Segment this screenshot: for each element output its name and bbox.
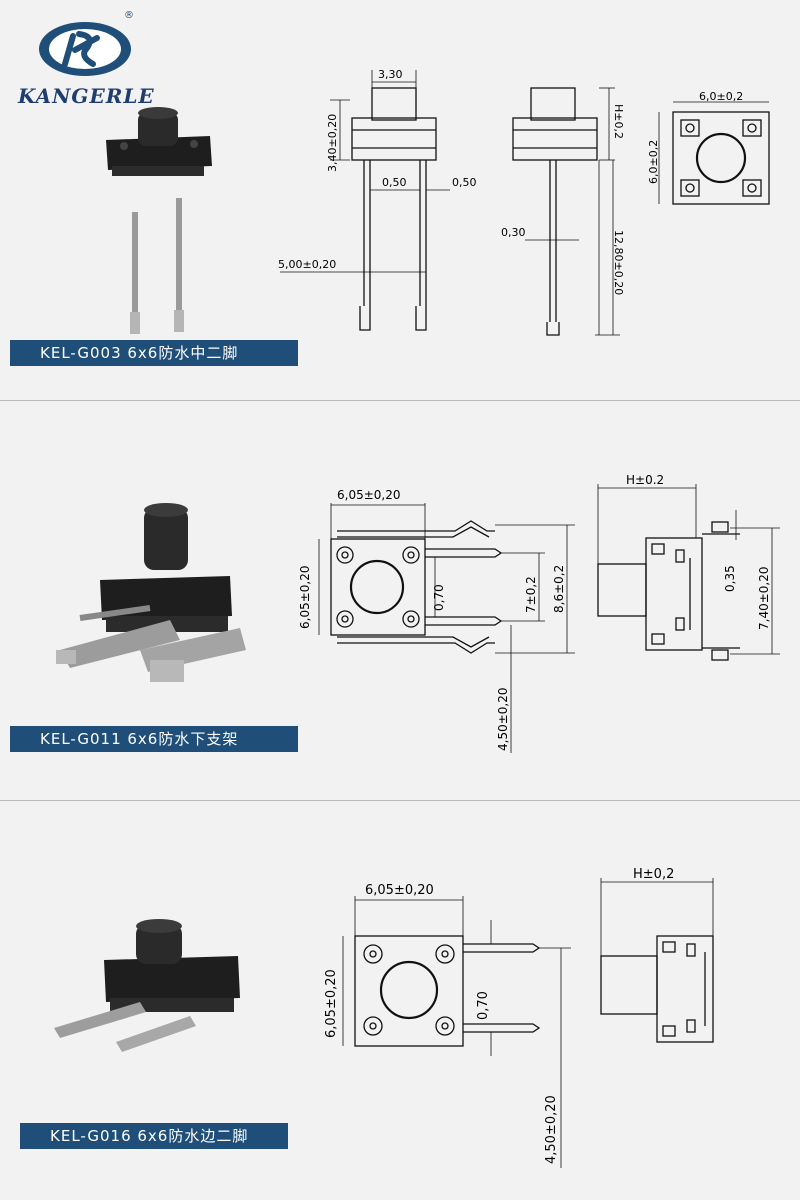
dim-12-80: 12,80±0,20 <box>612 230 625 295</box>
registered-mark: ® <box>124 10 134 21</box>
dim-0-50b: 0,50 <box>452 176 477 189</box>
dim-6-05h: 6,05±0,20 <box>324 969 339 1038</box>
product-photo-g016 <box>54 919 240 1052</box>
drawing-g016-side: H±0,2 <box>600 867 714 1043</box>
drawing-g003-side: H±0,2 0,30 12,80±0,20 <box>501 87 625 336</box>
dim-6-05w: 6,05±0,20 <box>365 883 434 898</box>
dim-8-6: 8,6±0,2 <box>552 565 566 613</box>
drawing-g016-front: 6,05±0,20 6,05±0,20 0,70 4,50±0,20 <box>324 883 571 1168</box>
section-divider <box>0 800 800 801</box>
dim-6-05h: 6,05±0,20 <box>298 566 312 630</box>
product-label-g011: KEL-G011 6x6防水下支架 <box>10 726 298 752</box>
dim-4-50: 4,50±0,20 <box>544 1095 559 1164</box>
dim-0-70: 0,70 <box>432 584 446 611</box>
dim-0-35: 0,35 <box>723 565 737 592</box>
drawing-g003-top: 6,0±0,2 6,0±0,2 <box>647 90 770 205</box>
drawing-g011-side: H±0.2 0,35 7,40±0,20 <box>597 473 780 661</box>
drawing-g011-front: 6,05±0,20 6,05±0,20 0,70 7±0,2 8,6±0,2 4… <box>298 488 575 753</box>
product-label-g016: KEL-G016 6x6防水边二脚 <box>20 1123 288 1149</box>
dim-h: H±0,2 <box>612 104 625 139</box>
section-divider <box>0 400 800 401</box>
dim-4-50: 4,50±0,20 <box>496 688 510 752</box>
product-photo-g011 <box>56 503 246 682</box>
brand-name: KANGERLE <box>18 84 155 108</box>
dim-7: 7±0,2 <box>524 576 538 613</box>
dim-h: H±0.2 <box>626 473 664 487</box>
product-label-g003: KEL-G003 6x6防水中二脚 <box>10 340 298 366</box>
dim-0-30: 0,30 <box>501 226 526 239</box>
dim-5-00: 5,00±0,20 <box>278 258 336 271</box>
drawing-g003-front: 3,30 3,40±0,20 0,50 0,50 5,00±0,20 <box>278 68 477 331</box>
dim-0-50a: 0,50 <box>382 176 407 189</box>
brand-logo-icon <box>39 22 131 76</box>
dim-6-0h: 6,0±0,2 <box>647 140 660 184</box>
dim-h: H±0,2 <box>633 867 674 882</box>
dim-3-40: 3,40±0,20 <box>326 114 339 172</box>
dim-6-05w: 6,05±0,20 <box>337 488 401 502</box>
dim-3-30: 3,30 <box>378 68 403 81</box>
dim-0-70: 0,70 <box>476 991 491 1020</box>
dim-7-40: 7,40±0,20 <box>757 567 771 631</box>
product-photo-g003 <box>106 107 212 334</box>
dim-6-0w: 6,0±0,2 <box>699 90 743 103</box>
